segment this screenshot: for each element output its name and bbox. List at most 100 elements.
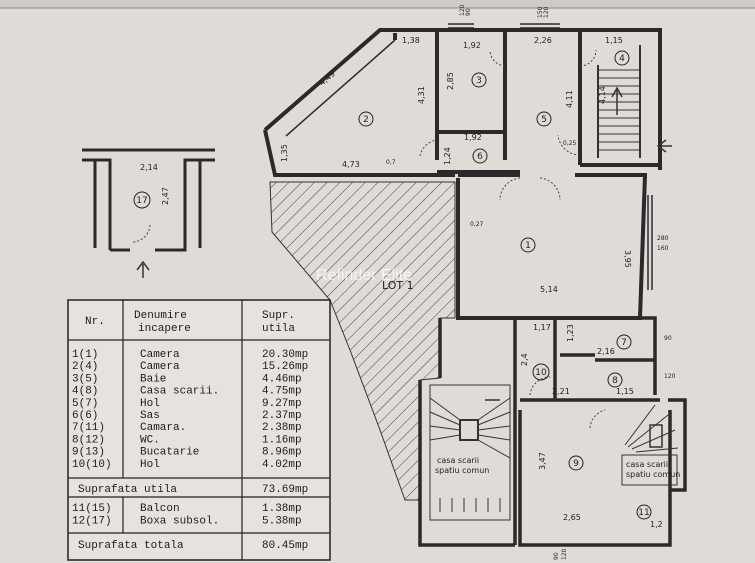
dim-top-120: 120 [459,4,466,16]
table-row-nr: 8(12) [72,434,105,446]
dim-w-120: 120 [664,373,676,380]
dim-1-23: 1,23 [566,324,575,342]
table-row-area: 4.02mp [262,459,302,471]
table-row-name: WC. [140,434,160,446]
table-row-name: Hol [140,398,160,410]
dim-2-4: 2,4 [520,353,529,366]
table-row-name: Bucatarie [140,447,199,459]
table-row-area: 4.75mp [262,386,302,398]
stair-left-label-1: casa scarii [437,456,479,465]
table-row-nr: 7(11) [72,422,105,434]
room-9-marker [568,455,584,471]
room-6-number: 6 [477,152,483,162]
table-header-area-2: utila [262,323,295,335]
table-row-nr: 3(5) [72,373,98,385]
table-row-area: 2.37mp [262,410,302,422]
table-extra-row-name: Boxa subsol. [140,516,219,528]
entry-arrow-right [656,139,672,153]
dim-2-14: 2,14 [140,163,158,172]
table-extra-row-nr: 11(15) [72,503,112,515]
room-10-number: 10 [535,368,547,378]
dim-1-17: 1,17 [533,323,551,332]
stair-right-label-1: casa scarii [626,460,668,469]
room-8-number: 8 [612,376,618,386]
dim-1-35: 1,35 [280,144,289,162]
stair-right-label-2: spatiu comun [626,470,680,479]
dim-3-95: 3,95 [623,250,632,268]
room-1-marker [520,237,536,253]
dim-1-38: 1,38 [402,36,420,45]
room-5-number: 5 [541,115,547,125]
dim-2-21: 2,21 [552,387,570,396]
useful-area-label: Suprafata utila [78,484,177,496]
table-row-name: Camera [140,361,180,373]
table-row-name: Sas [140,410,160,422]
dim-top-150: 150 [537,6,544,18]
stair-lower-left [429,384,511,521]
room-8-marker [607,372,623,388]
dim-4-11: 4,11 [565,90,574,108]
table-extra-row-area: 1.38mp [262,503,302,515]
dim-top-90: 90 [465,8,472,16]
dim-1-92-top: 1,92 [463,41,481,50]
dim-2-85: 2,85 [446,72,455,90]
dim-bot-120: 120 [561,548,568,560]
table-extra-row-nr: 12(17) [72,516,112,528]
useful-area-value: 73.69mp [262,484,308,496]
dim-top-120b: 120 [543,6,550,18]
table-row-name: Casa scarii. [140,386,219,398]
table-row-nr: 4(8) [72,386,98,398]
table-row-name: Hol [140,459,160,471]
room-7-marker [616,334,632,350]
table-row-area: 8.96mp [262,447,302,459]
dim-2-16: 2,16 [597,347,615,356]
walls-upper [263,28,662,177]
stair-upper-right [597,45,641,158]
room-10-marker [532,363,550,381]
room-6-marker [472,148,488,164]
table-row-nr: 5(7) [72,398,98,410]
room-4-marker [614,50,630,66]
table-row-area: 9.27mp [262,398,302,410]
table-row-area: 20.30mp [262,349,308,361]
room-7-number: 7 [621,338,627,348]
table-row-area: 4.46mp [262,373,302,385]
table-row-name: Camera [140,349,180,361]
dim-bot-90: 90 [553,552,560,560]
room-11-number: 11 [638,508,649,518]
door-swings [131,49,606,429]
dim-1-92-mid: 1,92 [464,133,482,142]
table-extra-row-area: 5.38mp [262,516,302,528]
room-9-number: 9 [573,459,579,469]
dim-0-25: 0,25 [563,140,577,147]
room-1-number: 1 [525,241,531,251]
dim-window-280: 280 [657,235,669,242]
total-area-value: 80.45mp [262,540,308,552]
total-area-label: Suprafata totala [78,540,184,552]
table-row-name: Baie [140,373,166,385]
dim-3-47: 3,47 [538,452,547,470]
dim-4-73: 4,73 [342,160,360,169]
room-3-marker [471,72,487,88]
entry-arrow-17 [136,260,150,278]
dim-2-47: 2,47 [161,187,170,205]
room-17-marker [133,191,151,209]
dim-1-24: 1,24 [443,147,452,165]
room-2-number: 2 [363,115,369,125]
dim-5-14: 5,14 [540,285,558,294]
room-2-marker [358,111,374,127]
dim-4-31: 4,31 [417,86,426,104]
window-marks [285,23,653,290]
walls-room-1 [456,173,648,320]
walls-room-17 [82,148,215,252]
watermark: Refinder Elite [316,267,412,284]
stair-left-label-2: spatiu comun [435,466,489,475]
room-17-number: 17 [136,196,147,206]
stair-lower-right [621,404,679,486]
dim-w-90: 90 [664,335,672,342]
table-row-name: Camara. [140,422,186,434]
room-11-marker [636,504,652,520]
